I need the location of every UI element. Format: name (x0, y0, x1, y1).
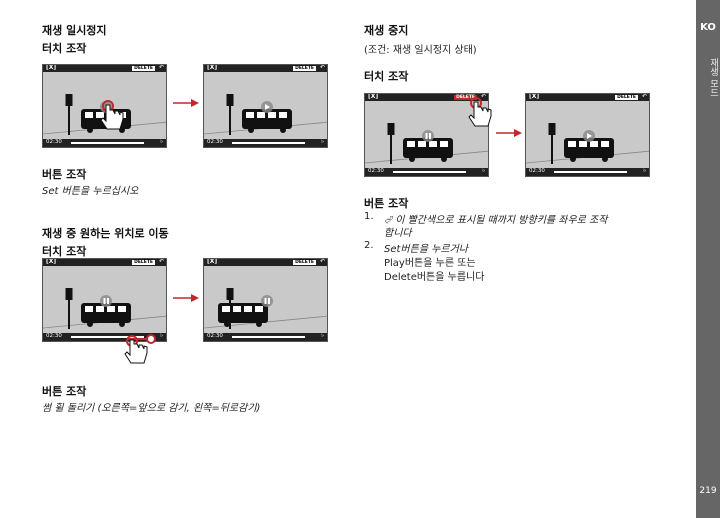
close-label: [X] (368, 93, 379, 100)
touch-heading: 터치 조작 (42, 42, 87, 55)
close-label: [X] (529, 93, 540, 100)
back-icon: ↶ (319, 64, 325, 71)
volume-icon: ♭ (160, 138, 163, 145)
step-2-text: Set버튼을 누르거나 (384, 244, 468, 255)
button-heading: 버튼 조작 (364, 197, 409, 210)
delete-label: DELETE (615, 95, 638, 100)
bus-scene-image (365, 123, 488, 164)
hand-tap-icon (100, 100, 124, 130)
condition-text: (조건: 재생 일시정지 상태) (364, 45, 477, 56)
arrow-icon (496, 129, 522, 137)
close-label: [X] (207, 258, 218, 265)
step-1-row: ⮰ 이 빨간색으로 표시될 때까지 방향키를 좌우로 조작 (384, 211, 607, 226)
step-1-text-cont: 합니다 (384, 228, 412, 239)
bus-scene-image (526, 123, 649, 164)
time-label: 02:30 (207, 333, 223, 339)
close-label: [X] (46, 258, 57, 265)
step-2-number: 2. (364, 240, 374, 251)
screen-paused: [X] DELETE↶ 02:30 ♭ (203, 64, 328, 148)
hand-tap-icon (468, 97, 492, 127)
language-label: KO (700, 22, 716, 33)
step-2-line-3: Delete버튼을 누릅니다 (384, 272, 485, 283)
close-label: [X] (46, 64, 57, 71)
step-1-text: 이 빨간색으로 표시될 때까지 방향키를 좌우로 조작 (395, 215, 608, 226)
delete-label: DELETE (132, 260, 155, 265)
section-title-stop: 재생 중지 (364, 24, 409, 37)
screen-stop-delete: [X] DELETE↶ 02:30 ♭ (364, 93, 489, 177)
section-title-seek: 재생 중 원하는 위치로 이동 (42, 227, 169, 240)
volume-icon: ♭ (160, 332, 163, 339)
time-label: 02:30 (46, 139, 62, 145)
bus-scene-image (204, 94, 327, 135)
time-label: 02:30 (368, 168, 384, 174)
step-1-number: 1. (364, 211, 374, 222)
arrow-icon (173, 294, 199, 302)
screen-playing: [X] DELETE↶ 02:30 ♭ (42, 64, 167, 148)
back-icon: ↶ (480, 93, 486, 100)
screen-seeked: [X] DELETE↶ 02:30 ♭ (203, 258, 328, 342)
volume-icon: ♭ (482, 167, 485, 174)
page-number: 219 (699, 486, 717, 496)
back-icon: ↶ (641, 93, 647, 100)
time-label: 02:30 (207, 139, 223, 145)
section-label: 재생 모드 (708, 58, 718, 97)
time-label: 02:30 (529, 168, 545, 174)
step-2-line-2: Play버튼을 누른 또는 (384, 258, 476, 269)
screen-stopped: [X] DELETE↶ 02:30 ♭ (525, 93, 650, 177)
delete-label: DELETE (132, 66, 155, 71)
volume-icon: ♭ (321, 138, 324, 145)
hand-drag-icon (124, 334, 156, 364)
language-sidebar: KO 재생 모드 219 (696, 0, 720, 518)
bus-scene-image (204, 288, 327, 329)
back-icon: ↶ (158, 258, 164, 265)
delete-label: DELETE (293, 260, 316, 265)
delete-label: DELETE (293, 66, 316, 71)
delete-label: DELETE (454, 95, 477, 100)
arrow-icon (173, 99, 199, 107)
touch-heading: 터치 조작 (42, 245, 87, 258)
touch-heading: 터치 조작 (364, 70, 409, 83)
bus-scene-image (43, 288, 166, 329)
button-heading: 버튼 조작 (42, 385, 87, 398)
back-icon: ↶ (319, 258, 325, 265)
close-label: [X] (207, 64, 218, 71)
screen-seek: [X] DELETE↶ 02:30 ♭ (42, 258, 167, 342)
time-label: 02:30 (46, 333, 62, 339)
button-heading: 버튼 조작 (42, 168, 87, 181)
button-instruction: Set 버튼을 누르십시오 (42, 186, 139, 197)
volume-icon: ♭ (321, 332, 324, 339)
return-icon: ⮰ (384, 215, 392, 226)
volume-icon: ♭ (643, 167, 646, 174)
button-instruction: 썸 휠 돌리기 (오른쪽=앞으로 감기, 왼쪽=뒤로감기) (42, 403, 261, 414)
back-icon: ↶ (158, 64, 164, 71)
section-title-pause: 재생 일시정지 (42, 24, 107, 37)
